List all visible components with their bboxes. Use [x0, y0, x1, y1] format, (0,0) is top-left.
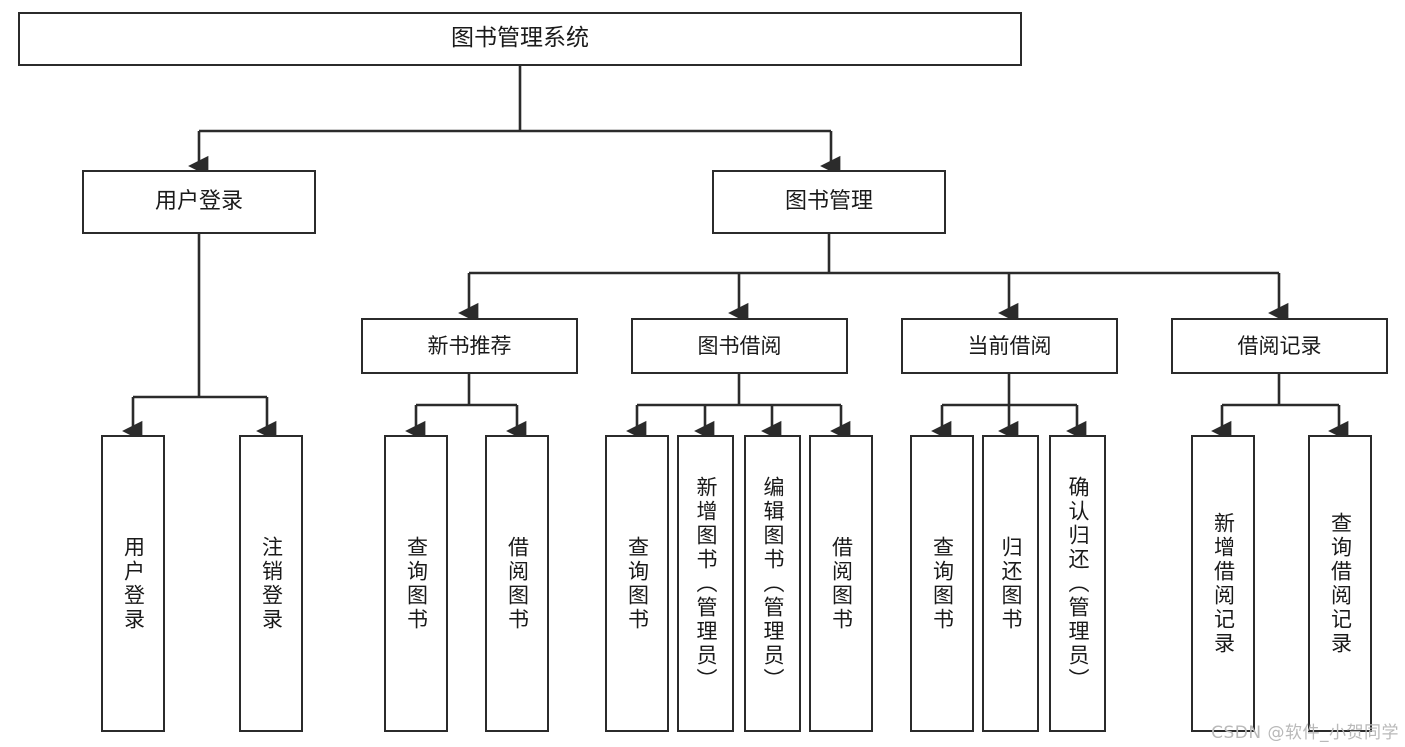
node-label: 查询图书 [625, 535, 650, 632]
node-label: 新增借阅记录 [1211, 511, 1236, 656]
node-label: 注销登录 [259, 535, 284, 632]
leaf-query-book-borrow[interactable]: 查询图书 [605, 435, 669, 732]
leaf-query-book-current[interactable]: 查询图书 [910, 435, 974, 732]
node-label: 图书管理系统 [451, 25, 589, 52]
leaf-edit-book-admin[interactable]: 编辑图书（管理员） [744, 435, 801, 732]
node-label: 查询图书 [930, 535, 955, 632]
node-label: 用户登录 [154, 189, 243, 215]
node-label: 借阅图书 [505, 535, 530, 632]
leaf-user-login[interactable]: 用户登录 [101, 435, 165, 732]
node-label: 新增图书（管理员） [694, 475, 718, 692]
node-book-borrow[interactable]: 图书借阅 [631, 318, 848, 374]
leaf-add-book-admin[interactable]: 新增图书（管理员） [677, 435, 734, 732]
leaf-borrow-book-borrow[interactable]: 借阅图书 [809, 435, 873, 732]
node-label: 图书借阅 [697, 333, 782, 358]
node-book-manage[interactable]: 图书管理 [712, 170, 946, 234]
node-current-borrow[interactable]: 当前借阅 [901, 318, 1118, 374]
node-label: 借阅记录 [1237, 333, 1322, 358]
node-label: 查询借阅记录 [1328, 511, 1353, 656]
leaf-query-book-recommend[interactable]: 查询图书 [384, 435, 448, 732]
leaf-user-logout[interactable]: 注销登录 [239, 435, 303, 732]
leaf-return-book[interactable]: 归还图书 [982, 435, 1039, 732]
node-label: 确认归还（管理员） [1066, 475, 1090, 692]
node-label: 查询图书 [404, 535, 429, 632]
node-label: 归还图书 [999, 535, 1023, 632]
node-borrow-record[interactable]: 借阅记录 [1171, 318, 1388, 374]
csdn-watermark: CSDN @软件_小贺同学 [1211, 723, 1399, 743]
node-label: 编辑图书（管理员） [761, 475, 785, 692]
node-user-login[interactable]: 用户登录 [82, 170, 316, 234]
node-label: 图书管理 [784, 189, 873, 215]
node-label: 用户登录 [121, 535, 146, 632]
node-new-book-recommend[interactable]: 新书推荐 [361, 318, 578, 374]
leaf-borrow-book-recommend[interactable]: 借阅图书 [485, 435, 549, 732]
node-label: 当前借阅 [967, 333, 1052, 358]
node-root-system[interactable]: 图书管理系统 [18, 12, 1022, 66]
leaf-query-borrow-record[interactable]: 查询借阅记录 [1308, 435, 1372, 732]
leaf-confirm-return-admin[interactable]: 确认归还（管理员） [1049, 435, 1106, 732]
node-label: 新书推荐 [427, 333, 512, 358]
node-label: 借阅图书 [829, 535, 854, 632]
leaf-add-borrow-record[interactable]: 新增借阅记录 [1191, 435, 1255, 732]
